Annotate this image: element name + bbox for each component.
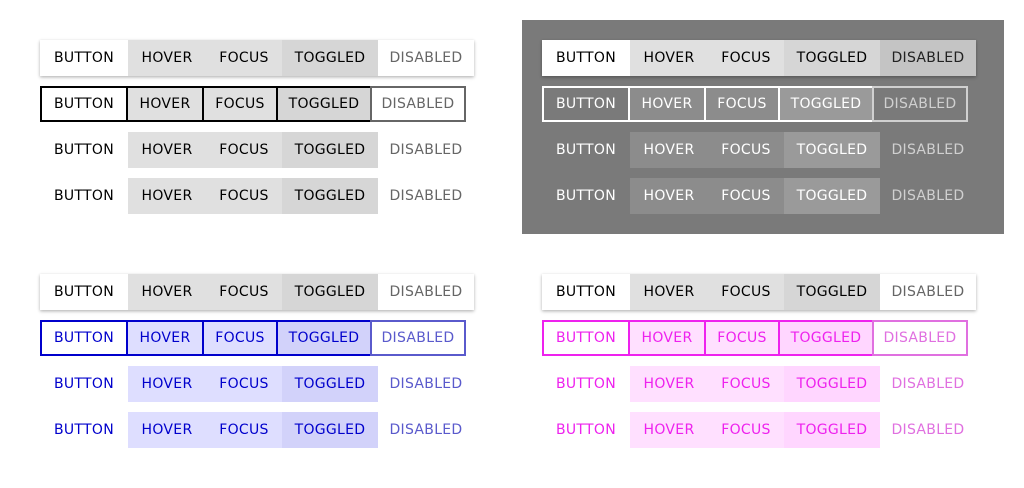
light-text-button-button[interactable]: BUTTON [53, 188, 114, 204]
dark-flat-hover-button[interactable]: HOVER [630, 132, 708, 168]
dark-raised-toggled-button[interactable]: TOGGLED [784, 40, 880, 76]
light-flat-disabled-button: DISABLED [389, 142, 463, 158]
light-raised-disabled-button: DISABLED [378, 40, 474, 76]
magenta-flat-focus-button[interactable]: FOCUS [708, 366, 784, 402]
dark-raised-button-button[interactable]: BUTTON [542, 40, 630, 76]
magenta-text-disabled-button: DISABLED [891, 422, 965, 438]
blue-flat-disabled-button: DISABLED [389, 376, 463, 392]
light-flat-button-button[interactable]: BUTTON [53, 142, 114, 158]
magenta-outlined-hover-button[interactable]: HOVER [628, 320, 706, 356]
dark-outlined-button-button[interactable]: BUTTON [542, 86, 630, 122]
dark-raised-hover-button[interactable]: HOVER [630, 40, 708, 76]
light-outlined-toggled-button[interactable]: TOGGLED [276, 86, 372, 122]
light-outlined-button-button[interactable]: BUTTON [40, 86, 128, 122]
light-raised-button-button[interactable]: BUTTON [40, 40, 128, 76]
magenta-text-toggled-button[interactable]: TOGGLED [784, 412, 880, 448]
magenta-text-hover-button[interactable]: HOVER [630, 412, 708, 448]
magenta-raised-button-button[interactable]: BUTTON [542, 274, 630, 310]
blue-text-disabled-button: DISABLED [389, 422, 463, 438]
dark-flat-focus-button[interactable]: FOCUS [708, 132, 784, 168]
light-text-focus-button[interactable]: FOCUS [206, 178, 282, 214]
light-text-toggled-button[interactable]: TOGGLED [282, 178, 378, 214]
blue-flat-focus-button[interactable]: FOCUS [206, 366, 282, 402]
dark-text-button-button[interactable]: BUTTON [555, 188, 616, 204]
dark-raised-disabled-button: DISABLED [880, 40, 976, 76]
dark-text-hover-button[interactable]: HOVER [630, 178, 708, 214]
magenta-raised-hover-button[interactable]: HOVER [630, 274, 708, 310]
blue-text-focus-button[interactable]: FOCUS [206, 412, 282, 448]
blue-flat-toggled-button[interactable]: TOGGLED [282, 366, 378, 402]
blue-flat-hover-button[interactable]: HOVER [128, 366, 206, 402]
magenta-raised-toggled-button[interactable]: TOGGLED [784, 274, 880, 310]
magenta-flat-hover-button[interactable]: HOVER [630, 366, 708, 402]
magenta-raised-focus-button[interactable]: FOCUS [708, 274, 784, 310]
magenta-flat-toggled-button[interactable]: TOGGLED [784, 366, 880, 402]
dark-text-toggled-button[interactable]: TOGGLED [784, 178, 880, 214]
light-text-disabled-button: DISABLED [389, 188, 463, 204]
blue-raised-focus-button[interactable]: FOCUS [206, 274, 282, 310]
dark-flat-toggled-button[interactable]: TOGGLED [784, 132, 880, 168]
light-text-hover-button[interactable]: HOVER [128, 178, 206, 214]
dark-outlined-focus-button[interactable]: FOCUS [704, 86, 780, 122]
dark-outlined-toggled-button[interactable]: TOGGLED [778, 86, 874, 122]
light-outlined-hover-button[interactable]: HOVER [126, 86, 204, 122]
light-raised-toggled-button[interactable]: TOGGLED [282, 40, 378, 76]
blue-text-button-button[interactable]: BUTTON [53, 422, 114, 438]
light-outlined-focus-button[interactable]: FOCUS [202, 86, 278, 122]
light-flat-toggled-button[interactable]: TOGGLED [282, 132, 378, 168]
light-outlined-disabled-button: DISABLED [370, 86, 466, 122]
blue-outlined-button-button[interactable]: BUTTON [40, 320, 128, 356]
blue-raised-hover-button[interactable]: HOVER [128, 274, 206, 310]
light-raised-focus-button[interactable]: FOCUS [206, 40, 282, 76]
light-raised-hover-button[interactable]: HOVER [128, 40, 206, 76]
light-flat-focus-button[interactable]: FOCUS [206, 132, 282, 168]
magenta-flat-button-button[interactable]: BUTTON [555, 376, 616, 392]
blue-raised-button-button[interactable]: BUTTON [40, 274, 128, 310]
blue-raised-disabled-button: DISABLED [378, 274, 474, 310]
dark-text-disabled-button: DISABLED [891, 188, 965, 204]
dark-raised-focus-button[interactable]: FOCUS [708, 40, 784, 76]
magenta-flat-disabled-button: DISABLED [891, 376, 965, 392]
magenta-outlined-disabled-button: DISABLED [872, 320, 968, 356]
magenta-raised-disabled-button: DISABLED [880, 274, 976, 310]
dark-text-focus-button[interactable]: FOCUS [708, 178, 784, 214]
blue-text-hover-button[interactable]: HOVER [128, 412, 206, 448]
magenta-text-focus-button[interactable]: FOCUS [708, 412, 784, 448]
magenta-outlined-focus-button[interactable]: FOCUS [704, 320, 780, 356]
blue-flat-button-button[interactable]: BUTTON [53, 376, 114, 392]
magenta-outlined-button-button[interactable]: BUTTON [542, 320, 630, 356]
dark-outlined-disabled-button: DISABLED [872, 86, 968, 122]
blue-outlined-focus-button[interactable]: FOCUS [202, 320, 278, 356]
dark-outlined-hover-button[interactable]: HOVER [628, 86, 706, 122]
blue-outlined-hover-button[interactable]: HOVER [126, 320, 204, 356]
blue-outlined-toggled-button[interactable]: TOGGLED [276, 320, 372, 356]
dark-flat-disabled-button: DISABLED [891, 142, 965, 158]
magenta-outlined-toggled-button[interactable]: TOGGLED [778, 320, 874, 356]
blue-raised-toggled-button[interactable]: TOGGLED [282, 274, 378, 310]
blue-outlined-disabled-button: DISABLED [370, 320, 466, 356]
magenta-text-button-button[interactable]: BUTTON [555, 422, 616, 438]
blue-text-toggled-button[interactable]: TOGGLED [282, 412, 378, 448]
light-flat-hover-button[interactable]: HOVER [128, 132, 206, 168]
dark-flat-button-button[interactable]: BUTTON [555, 142, 616, 158]
